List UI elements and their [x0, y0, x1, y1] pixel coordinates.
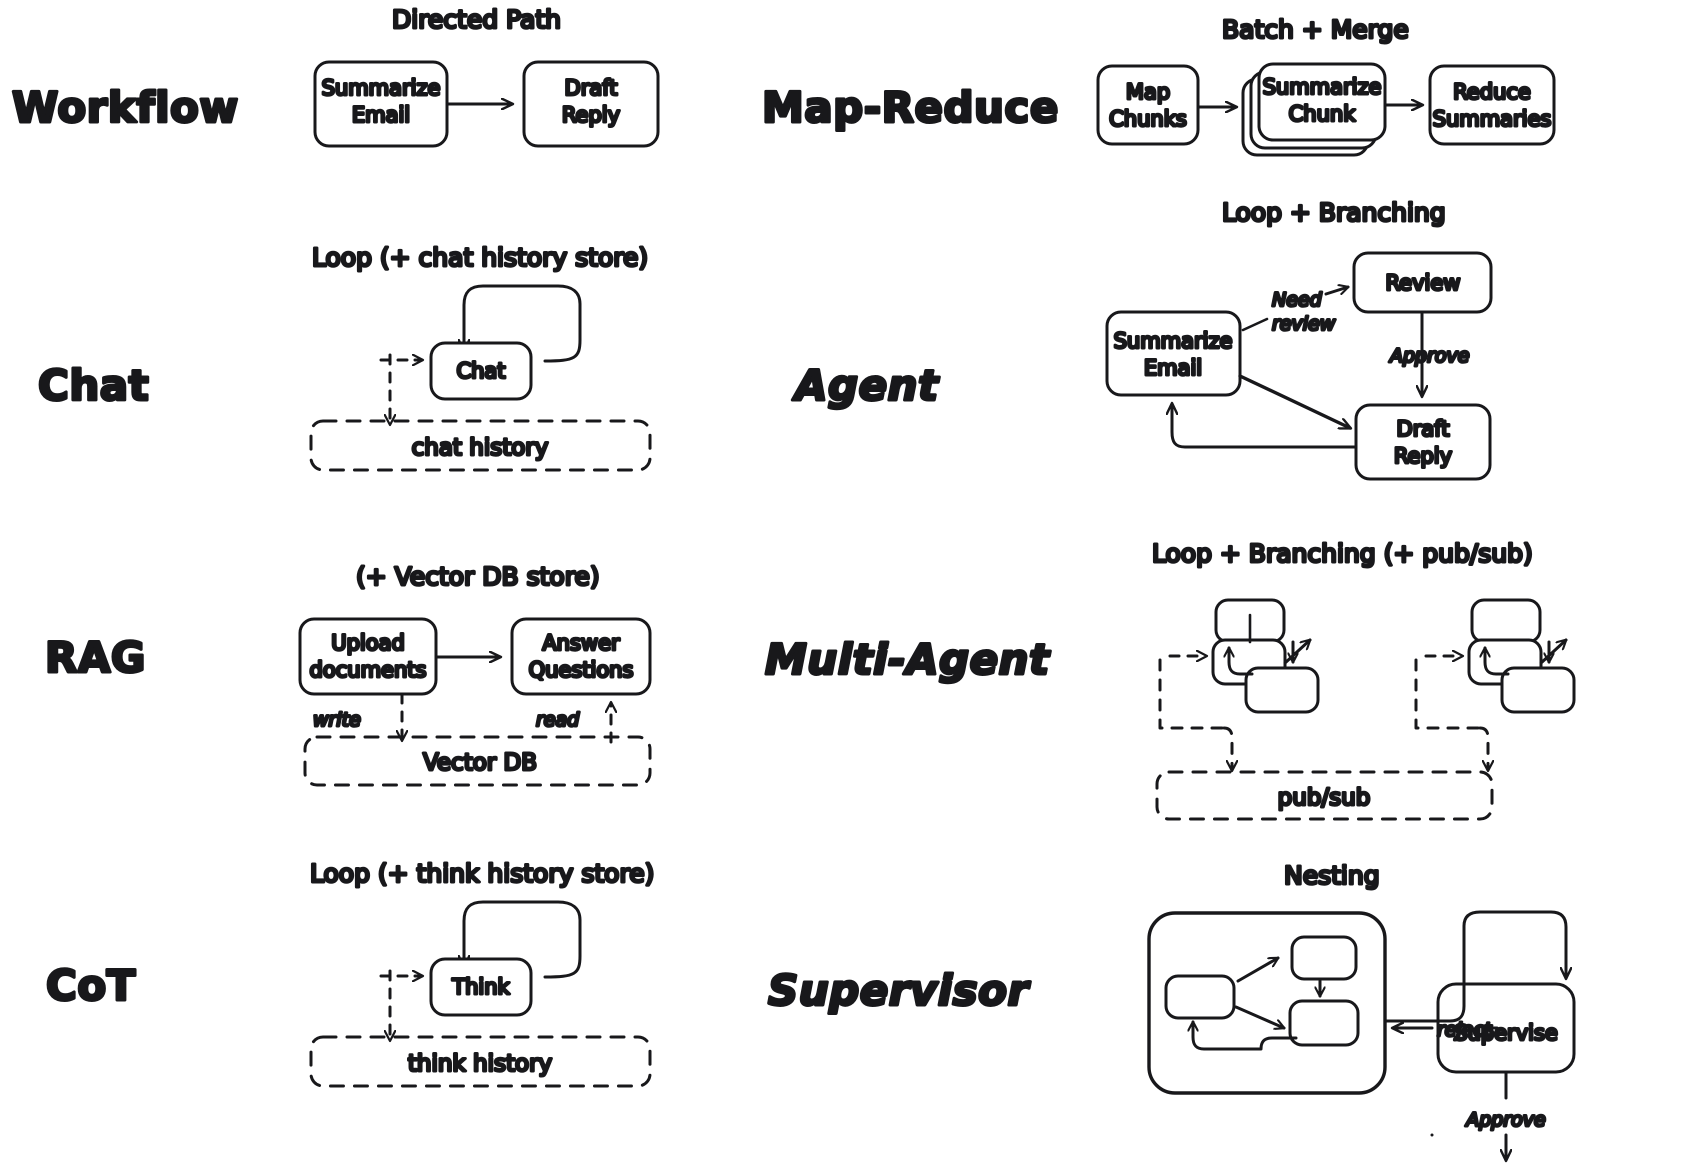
node-label: Chunk: [1289, 102, 1357, 126]
edge-arrow: [1283, 638, 1312, 665]
node-draft-reply[interactable]: [522, 60, 660, 148]
node-label: Email: [1144, 356, 1202, 380]
node-label: Supervise: [1454, 1021, 1558, 1045]
node-label: Summarize: [1114, 329, 1233, 353]
node-label: Answer: [542, 631, 620, 655]
edge-arrow: [1236, 956, 1280, 983]
node-label: Chunks: [1109, 107, 1187, 131]
caption-batch-merge: Batch + Merge: [1222, 15, 1409, 44]
node-label: Reduce: [1453, 80, 1531, 104]
node-sub-left[interactable]: [1164, 974, 1236, 1020]
store-label: Vector DB: [423, 750, 537, 776]
store-chat-history[interactable]: [309, 419, 652, 472]
edge-loop-back: [1485, 648, 1510, 676]
row-label-agent: Agent: [792, 361, 940, 410]
edge-pubsub-out-arrow: [1478, 726, 1488, 770]
edge-label-write: write: [313, 709, 361, 731]
edge-label-approve: Approve: [1388, 345, 1470, 367]
node-cluster-a-right[interactable]: [1244, 666, 1320, 714]
node-label: Reply: [562, 103, 620, 127]
node-label: Questions: [529, 658, 634, 682]
node-label: Map: [1126, 80, 1170, 104]
node-label: Chat: [456, 359, 505, 383]
caption-cot-loop: Loop (+ think history store): [310, 859, 654, 888]
store-label: pub/sub: [1278, 785, 1371, 811]
edge-arrow: [1234, 1005, 1284, 1028]
row-label-chat: Chat: [38, 361, 149, 410]
node-sub-top[interactable]: [1290, 935, 1358, 981]
caption-nesting: Nesting: [1284, 861, 1380, 890]
node-summarize-chunk[interactable]: [1257, 62, 1387, 142]
row-label-multi-agent: Multi-Agent: [765, 635, 1051, 684]
caption-directed-path: Directed Path: [392, 5, 561, 34]
edge-loop-back: [1229, 648, 1254, 676]
node-label: Reply: [1394, 444, 1452, 468]
node-label: Review: [1386, 271, 1461, 295]
caption-vector-db-store: (+ Vector DB store): [356, 562, 600, 591]
row-label-rag: RAG: [45, 633, 146, 682]
caption-loop-branching-pubsub: Loop + Branching (+ pub/sub): [1152, 539, 1533, 568]
store-pub-sub[interactable]: [1155, 770, 1494, 821]
row-label-workflow: Workflow: [12, 83, 239, 132]
self-loop-arrow-cot: [464, 900, 582, 979]
node-think[interactable]: [429, 957, 533, 1017]
row-label-supervisor: Supervisor: [768, 966, 1031, 1015]
edge-need-review: [1324, 287, 1348, 296]
caption-loop-branching: Loop + Branching: [1222, 198, 1446, 227]
store-label: chat history: [412, 435, 549, 461]
edge-label-review: review: [1272, 313, 1336, 335]
caption-chat-loop: Loop (+ chat history store): [312, 243, 648, 272]
node-cluster-b-right[interactable]: [1500, 666, 1576, 714]
edge-pubsub-out-path: [1158, 658, 1226, 730]
edge-branch-stub: [1241, 317, 1269, 332]
edge-subgraph-to-supervise: [1383, 910, 1566, 1023]
multi-agent-cluster-b: [1414, 598, 1576, 770]
edge-label-need: Need: [1272, 289, 1323, 311]
self-loop-arrow-chat: [464, 284, 582, 363]
edge-summarize-to-draft: [1238, 374, 1350, 430]
store-think-history[interactable]: [309, 1035, 652, 1088]
node-label: Think: [451, 975, 510, 999]
node-agent-summarize-email[interactable]: [1105, 310, 1242, 397]
node-chat[interactable]: [429, 341, 533, 401]
row-label-cot: CoT: [46, 961, 136, 1010]
node-label: Summaries: [1433, 107, 1552, 131]
node-label: Summarize: [1263, 75, 1382, 99]
node-label: Upload: [331, 631, 405, 655]
node-agent-review[interactable]: [1352, 251, 1493, 314]
node-cluster-b-top[interactable]: [1470, 598, 1542, 644]
node-agent-draft-reply[interactable]: [1354, 403, 1492, 481]
row-label-map-reduce: Map-Reduce: [762, 83, 1059, 132]
edge-loop-back-agent: [1172, 404, 1358, 449]
node-map-chunks[interactable]: [1096, 64, 1200, 146]
node-label: Summarize: [322, 76, 441, 100]
edge-label-approve-supervisor: Approve: [1464, 1109, 1546, 1131]
edge-loop-back-sub: [1193, 1022, 1298, 1051]
edge-label-reject: reject: [1437, 1019, 1493, 1041]
edge-label-read: read: [536, 709, 580, 731]
node-label: Draft: [565, 76, 618, 100]
node-label: documents: [310, 658, 427, 682]
node-reduce-summaries[interactable]: [1428, 64, 1556, 146]
supervisor-subgraph-container[interactable]: [1147, 911, 1387, 1095]
edge-pubsub-out-arrow: [1222, 726, 1232, 770]
store-vector-db[interactable]: [303, 735, 652, 787]
node-sub-right[interactable]: [1288, 999, 1360, 1047]
edge-arrow: [1539, 638, 1568, 665]
node-label: Draft: [1397, 417, 1450, 441]
node-answer-questions[interactable]: [510, 617, 652, 696]
node-label: Email: [352, 103, 410, 127]
store-label: think history: [408, 1051, 552, 1077]
edge-pubsub-out-path: [1414, 658, 1482, 730]
multi-agent-cluster-a: [1158, 598, 1320, 770]
